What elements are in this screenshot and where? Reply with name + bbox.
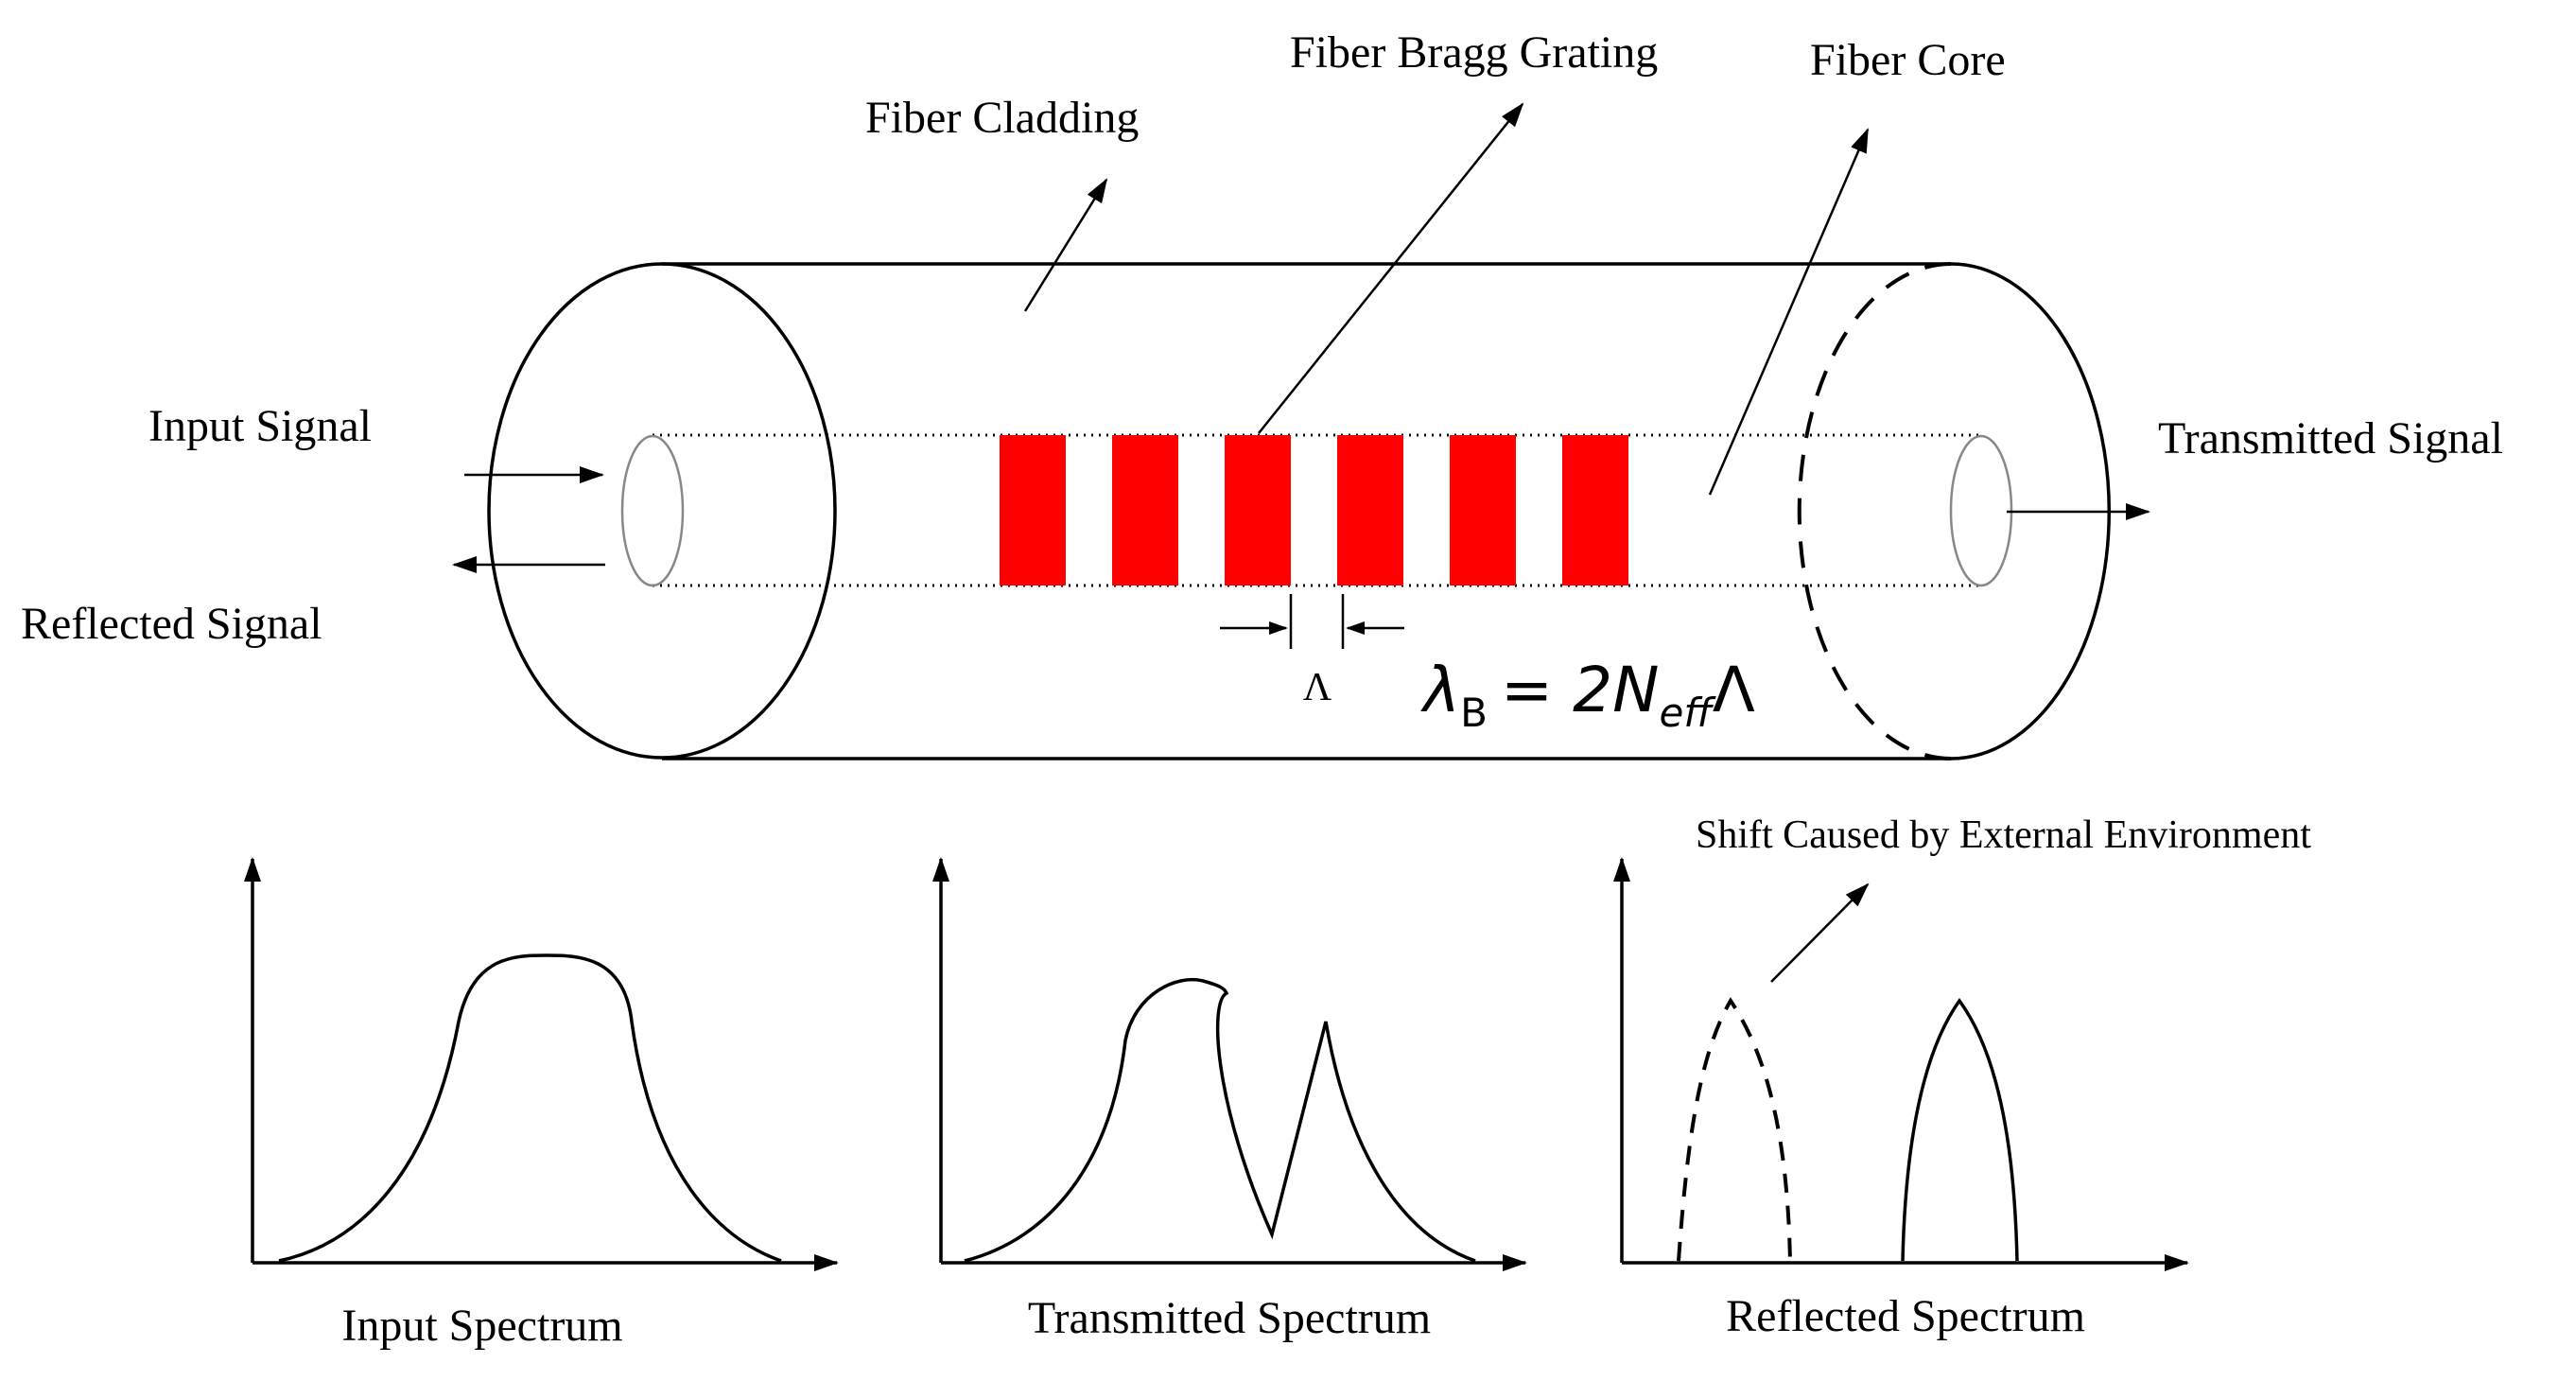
equation-period: Λ [1713, 654, 1755, 726]
labels: Fiber Cladding Fiber Bragg Grating Fiber… [21, 27, 2503, 649]
equation-lambda-subscript: B [1460, 690, 1488, 736]
fiber-cylinder [487, 262, 2112, 760]
svg-text:λB= 2NeffΛ: λB = 2NeffΛ [1420, 654, 1755, 736]
fiber-cladding-label: Fiber Cladding [865, 93, 1139, 143]
grating-stripe [1562, 435, 1628, 586]
core-leader-arrow [1708, 128, 1870, 496]
equation-rhs: = 2N [1501, 654, 1660, 726]
reflected-peak-shifted [1677, 997, 1792, 1262]
bragg-equation: λB = 2NeffΛ [1420, 654, 1755, 736]
shift-caused-label: Shift Caused by External Environment [1696, 813, 2311, 857]
cladding-leader-arrow [1023, 178, 1108, 312]
grating-stripe [1112, 435, 1178, 586]
reflected-spectrum-plot: Shift Caused by External Environment Ref… [1613, 813, 2311, 1341]
input-spectrum-label: Input Spectrum [341, 1301, 622, 1351]
period-symbol: Λ [1303, 666, 1332, 709]
input-spectrum-plot: Input Spectrum [244, 857, 839, 1351]
cladding-front-face [487, 262, 837, 760]
cladding-back-face-hidden [1797, 262, 1952, 760]
grating-stripe [1225, 435, 1291, 586]
grating-stripe [1450, 435, 1516, 586]
grating-stripe [1337, 435, 1403, 586]
equation-lambda: λ [1420, 654, 1460, 726]
reflected-signal-label: Reflected Signal [21, 599, 322, 649]
period-annotation: Λ [1220, 594, 1404, 709]
transmitted-spectrum-plot: Transmitted Spectrum [932, 857, 1527, 1343]
core-front-face [620, 434, 685, 587]
fiber-core-label: Fiber Core [1810, 35, 2006, 85]
input-signal-label: Input Signal [148, 401, 372, 451]
transmitted-spectrum-curve [964, 978, 1476, 1263]
equation-neff-subscript: eff [1660, 690, 1717, 736]
transmitted-spectrum-label: Transmitted Spectrum [1028, 1293, 1431, 1343]
input-spectrum-curve [278, 953, 782, 1263]
shift-leader-arrow [1770, 883, 1870, 983]
reflected-spectrum-label: Reflected Spectrum [1726, 1291, 2085, 1341]
transmitted-signal-label: Transmitted Signal [2158, 413, 2503, 463]
reflected-peak [1901, 998, 2019, 1262]
grating-leader-arrow [1258, 102, 1524, 434]
grating-stripe [1000, 435, 1066, 586]
fiber-bragg-grating-label: Fiber Bragg Grating [1290, 27, 1658, 78]
core-back-face [1949, 434, 2013, 587]
bragg-grating [1000, 435, 1628, 586]
